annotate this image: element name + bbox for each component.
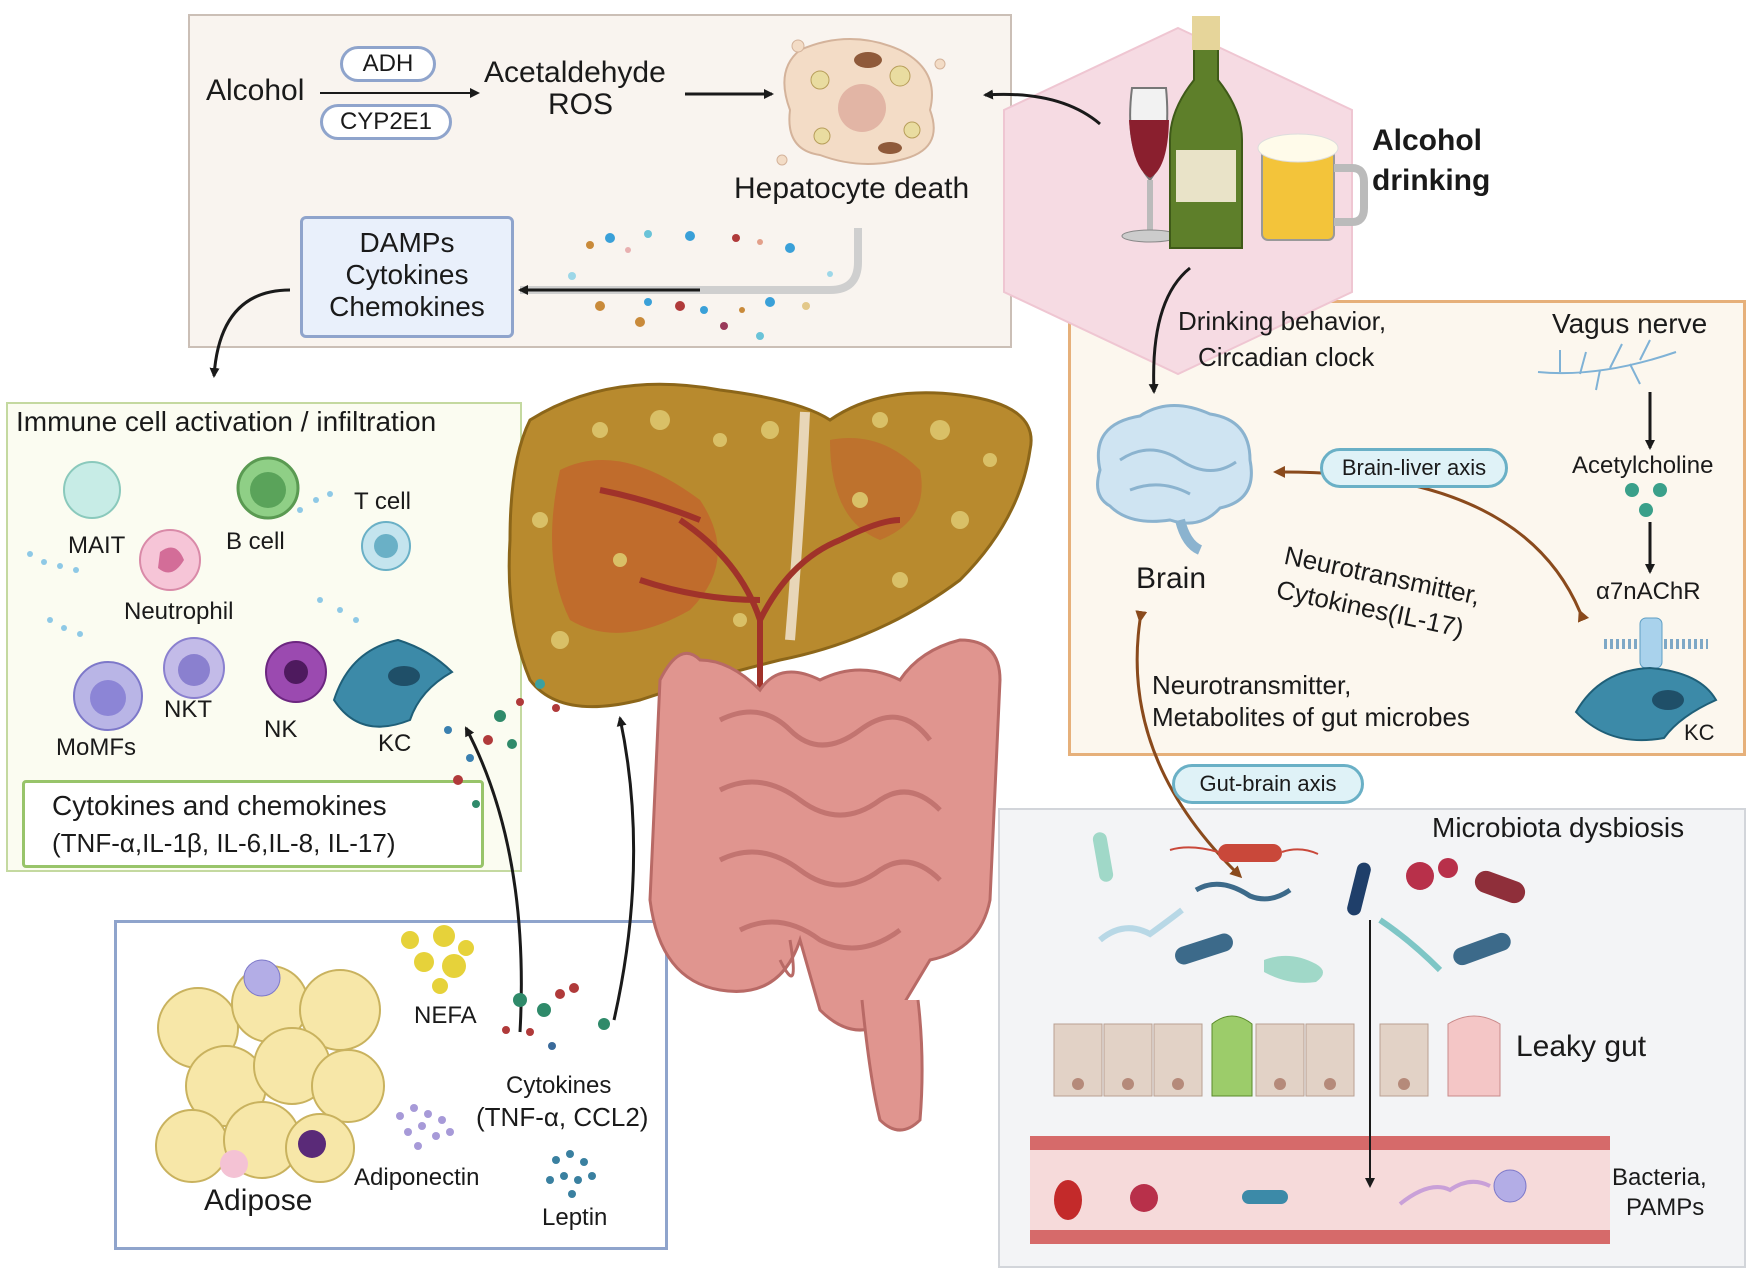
leptin-dots bbox=[546, 1150, 596, 1198]
damp-dots bbox=[568, 230, 833, 340]
cytokines-chemokines-title: Cytokines and chemokines bbox=[52, 790, 387, 821]
pamps-label: PAMPs bbox=[1626, 1194, 1705, 1221]
cytokine-dots-adipose bbox=[502, 983, 610, 1050]
adipose-label: Adipose bbox=[204, 1184, 313, 1217]
vagus-nerve-icon bbox=[1537, 339, 1677, 391]
momfs-label: MoMFs bbox=[56, 734, 136, 761]
acetylcholine-label: Acetylcholine bbox=[1572, 452, 1714, 479]
receptor-label: α7nAChR bbox=[1596, 578, 1701, 605]
immune-cells-icons bbox=[63, 456, 454, 731]
wine-glass-icon bbox=[1121, 87, 1179, 243]
bacteria-icons bbox=[1092, 832, 1526, 983]
adipose-cytokines-list: (TNF-α, CCL2) bbox=[476, 1102, 649, 1132]
blood-vessel bbox=[1030, 1136, 1610, 1244]
cyp2e1-enzyme-badge: CYP2E1 bbox=[320, 104, 452, 140]
chemokines-label: Chemokines bbox=[329, 291, 485, 322]
leptin-label: Leptin bbox=[542, 1204, 608, 1231]
gut-brain-axis-arrow bbox=[1135, 610, 1243, 879]
immune-panel-title: Immune cell activation / infiltration bbox=[16, 406, 437, 437]
brain-liver-axis-badge: Brain-liver axis bbox=[1320, 448, 1508, 488]
liver-illustration bbox=[507, 382, 1033, 720]
gut-brain-axis-badge: Gut-brain axis bbox=[1172, 764, 1364, 804]
adipose-to-kc-arrow bbox=[464, 726, 523, 1033]
ros-label: ROS bbox=[548, 88, 614, 121]
gut-microbe-metabolites-label: Metabolites of gut microbes bbox=[1152, 702, 1470, 732]
gut-brain-neuro-label: Neurotransmitter, bbox=[1152, 670, 1352, 700]
adiponectin-dots bbox=[396, 1104, 454, 1150]
circadian-clock-label: Circadian clock bbox=[1198, 342, 1375, 372]
microbiota-dysbiosis-label: Microbiota dysbiosis bbox=[1432, 812, 1685, 843]
nefa-label: NEFA bbox=[414, 1002, 477, 1029]
dying-hepatocyte-icon bbox=[776, 38, 946, 166]
beer-mug-icon bbox=[1257, 133, 1368, 241]
cytokine-dots-liver bbox=[444, 679, 560, 808]
receptor-kc-icon bbox=[1574, 617, 1718, 742]
nefa-dots bbox=[401, 925, 474, 994]
hepatocyte-death-label: Hepatocyte death bbox=[734, 172, 970, 205]
adipose-cytokines-label: Cytokines bbox=[506, 1072, 612, 1099]
brain-kc-label: KC bbox=[1684, 720, 1715, 745]
leaky-gut-label: Leaky gut bbox=[1516, 1030, 1647, 1063]
alcohol-drinking-label-1: Alcohol bbox=[1372, 124, 1482, 157]
immune-secretion-dots bbox=[27, 491, 359, 637]
nkt-label: NKT bbox=[164, 696, 212, 723]
intestine-illustration bbox=[648, 638, 1002, 1132]
acetylcholine-dots bbox=[1625, 483, 1667, 517]
nk-label: NK bbox=[264, 716, 298, 743]
adh-enzyme-badge: ADH bbox=[340, 46, 436, 82]
alcohol-label: Alcohol bbox=[206, 74, 305, 107]
cytokines-chemokines-list: (TNF-α,IL-1β, IL-6,IL-8, IL-17) bbox=[52, 828, 396, 858]
adipocyte-cluster bbox=[155, 959, 385, 1183]
kc-label: KC bbox=[378, 730, 412, 757]
adiponectin-label: Adiponectin bbox=[354, 1164, 480, 1191]
cytokines-chemokines-box bbox=[22, 780, 484, 868]
drinks-to-liver-arrow bbox=[983, 89, 1101, 126]
mait-label: MAIT bbox=[68, 532, 126, 559]
adipose-to-liver-arrow bbox=[612, 716, 636, 1021]
drinking-to-brain-arrow bbox=[1148, 266, 1191, 394]
acetaldehyde-label: Acetaldehyde bbox=[484, 56, 666, 89]
alcohol-drinking-label-2: drinking bbox=[1372, 164, 1491, 197]
neutrophil-label: Neutrophil bbox=[124, 598, 234, 625]
damps-label: DAMPs bbox=[359, 227, 455, 258]
bacteria-label: Bacteria, bbox=[1612, 1164, 1707, 1191]
mediators-box: DAMPs Cytokines Chemokines bbox=[300, 216, 514, 338]
t-cell-label: T cell bbox=[354, 488, 411, 515]
cytokines-label: Cytokines bbox=[345, 259, 469, 290]
brain-icon bbox=[1096, 404, 1253, 555]
brain-label: Brain bbox=[1136, 562, 1207, 595]
mediators-to-immune-arrow bbox=[209, 288, 291, 378]
epithelium-icons bbox=[1053, 1015, 1501, 1097]
bottle-icon bbox=[1169, 16, 1243, 249]
vagus-nerve-label: Vagus nerve bbox=[1552, 308, 1708, 339]
b-cell-label: B cell bbox=[226, 528, 285, 555]
drinking-behavior-label: Drinking behavior, bbox=[1178, 306, 1387, 336]
